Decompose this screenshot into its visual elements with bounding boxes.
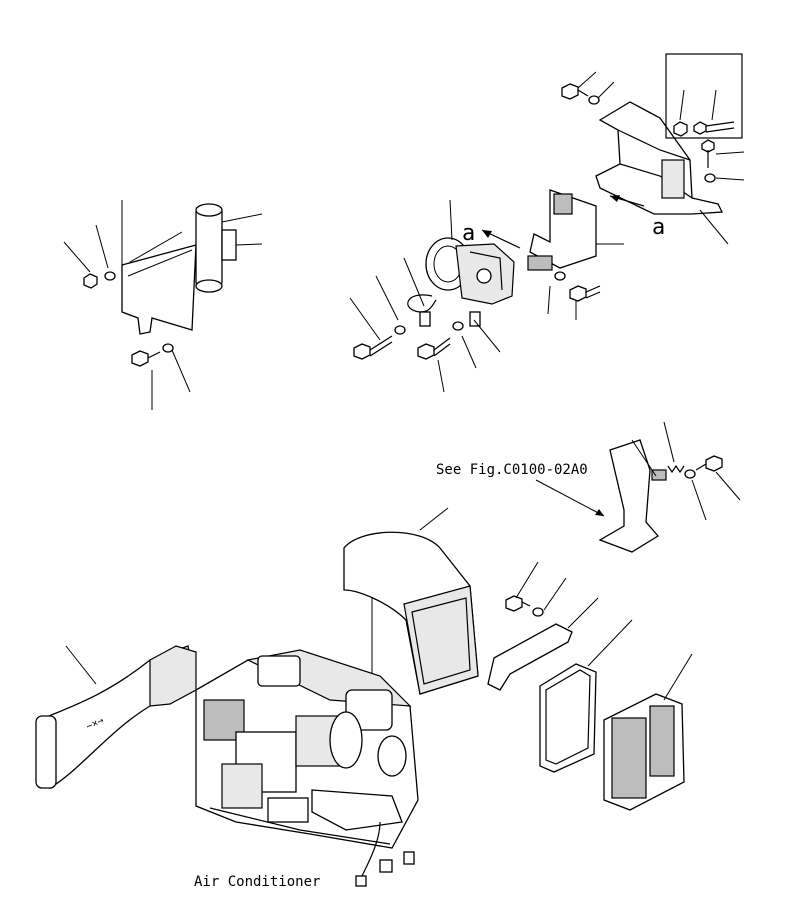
nut [673,121,688,137]
reference-label: See Fig.C0100-02A0 [436,462,588,478]
bolt [561,83,579,100]
view-marker-right: a [652,215,665,240]
mounting-bracket [595,101,724,215]
spring [667,464,685,474]
receiver-drier-assembly [63,200,263,410]
bracket [598,439,659,553]
gasket [487,623,573,691]
nut [83,273,98,289]
upper-bracket-assembly: a [561,53,745,245]
air-duct-left: ~×→ [35,645,197,790]
view-marker-left: a [462,221,475,246]
washer [162,343,174,353]
reference-bracket-assembly: See Fig.C0100-02A0 [436,421,741,553]
bolt [701,139,715,153]
air-duct-center [343,507,479,695]
washer [104,271,116,281]
drier-cylinder [195,207,223,287]
cover-assembly [487,561,693,811]
bolt [569,285,587,302]
bolt [505,595,523,612]
bolt [705,455,723,472]
bolt [693,121,707,135]
bolt [353,343,371,360]
air-conditioner-unit: Air Conditioner [194,649,419,890]
caption: Air Conditioner [194,874,320,890]
bolt [131,350,149,367]
bracket-plate [121,244,197,335]
bolt [417,343,435,360]
filter [539,663,597,773]
compressor-assembly: a [349,189,624,393]
inset-box [665,53,743,139]
